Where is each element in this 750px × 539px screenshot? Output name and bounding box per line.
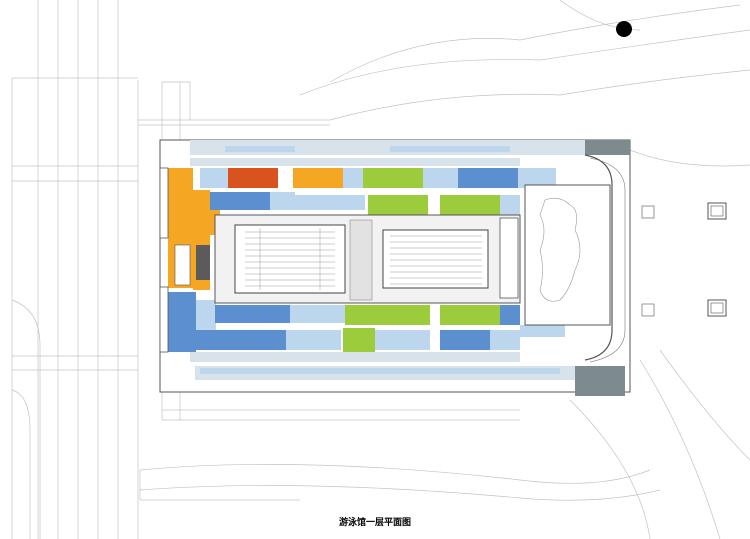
room-red [228, 168, 278, 188]
south-east-block [575, 366, 625, 396]
building [159, 139, 631, 396]
room-green-south-2 [375, 305, 430, 325]
room-green-south-1 [345, 305, 375, 325]
drawing-caption: 游泳馆一层平面图 [338, 518, 411, 528]
site-context [11, 0, 750, 539]
room-orange-north [293, 168, 343, 188]
room-green-3 [440, 195, 500, 215]
competition-pool-lanes [245, 228, 335, 290]
room-green-north [363, 168, 423, 188]
exterior-markers [641, 202, 727, 317]
room-green-south-3 [440, 305, 500, 325]
training-pool-lanes [390, 235, 482, 285]
competition-pool [234, 224, 346, 294]
room-green-south-4 [343, 328, 375, 352]
room-green-2 [368, 195, 428, 215]
east-lobby [524, 184, 611, 326]
east-lobby-feature [539, 198, 581, 302]
west-blue-block [168, 292, 196, 352]
training-pool [382, 229, 489, 289]
